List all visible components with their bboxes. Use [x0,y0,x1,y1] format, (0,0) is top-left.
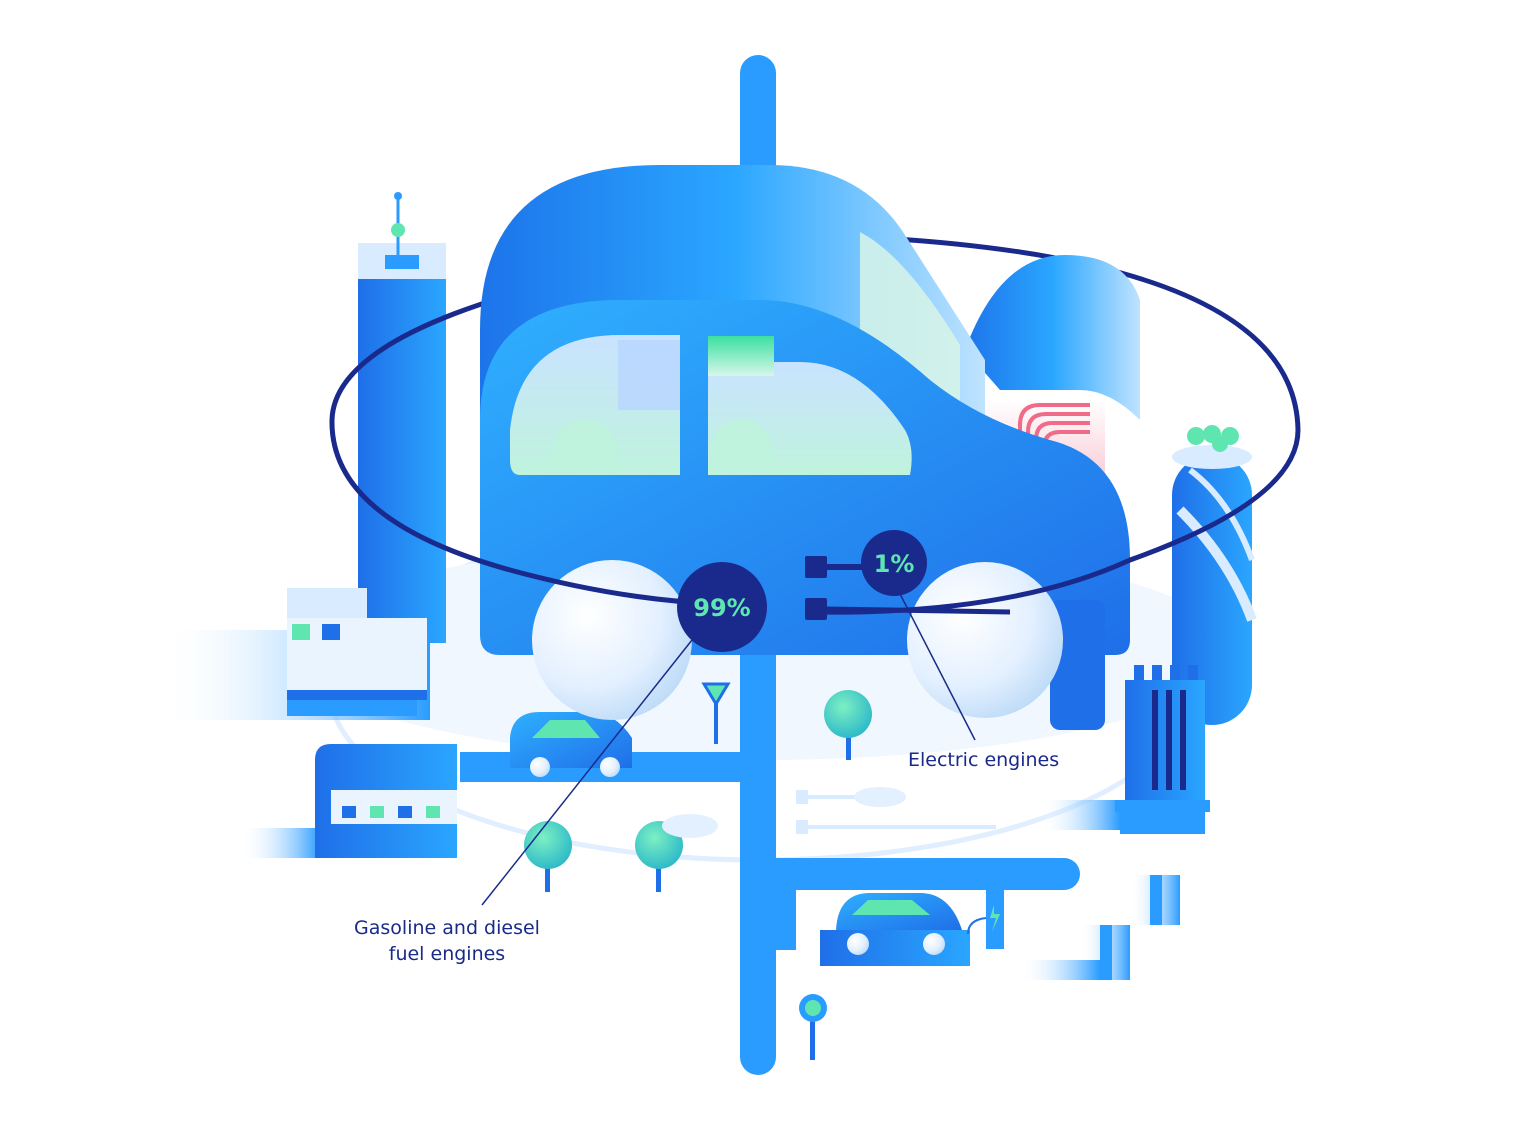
left-tower [358,192,446,643]
gas-percent: 99% [693,594,750,622]
trees [524,690,872,892]
ground-plugs [796,787,996,834]
electric-engines-label: Electric engines [908,749,1059,771]
lower-right-blocks [1020,875,1180,980]
yield-sign [701,682,731,744]
electric-leader-line [897,589,976,741]
lower-left-building [240,744,457,858]
map-pin [799,994,827,1060]
main-car [480,165,1140,730]
left-office [160,588,430,720]
gas-engines-label-line1: Gasoline and diesel [354,917,540,939]
right-cylinder-tower [1172,425,1257,725]
gas-badge: 99% [677,562,767,652]
electric-badge: 1% [861,530,927,596]
charging-car [820,885,1004,966]
gas-engines-label-line2: fuel engines [389,943,505,965]
electric-percent: 1% [874,550,915,578]
right-factory [1040,665,1210,834]
small-car-left [510,712,632,777]
gas-leader-line [481,639,693,906]
orbit-plug-line [825,606,1011,615]
